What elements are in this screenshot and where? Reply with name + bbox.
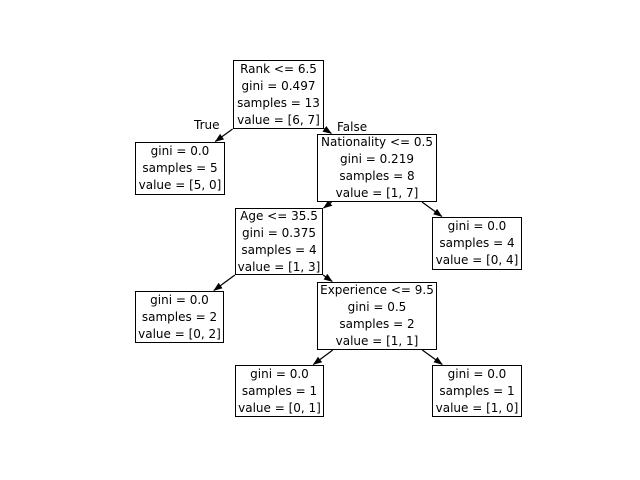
- node-line: gini = 0.0: [150, 292, 209, 307]
- node-line: Age <= 35.5: [240, 208, 318, 223]
- node-line: gini = 0.497: [241, 78, 316, 93]
- node-line: value = [6, 7]: [237, 112, 320, 127]
- tree-node-nationality: Nationality <= 0.5 gini = 0.219 samples …: [317, 134, 437, 202]
- node-line: gini = 0.375: [242, 225, 316, 240]
- node-line: gini = 0.219: [340, 152, 414, 166]
- edge-label-false: False: [337, 120, 368, 134]
- tree-node-experience-true-leaf: gini = 0.0 samples = 1 value = [0, 1]: [235, 365, 324, 417]
- tree-node-age: Age <= 35.5 gini = 0.375 samples = 4 val…: [235, 208, 323, 275]
- edge-root-to-rank-true-leaf: [214, 128, 233, 142]
- edge-age-to-true-leaf: [213, 274, 236, 291]
- node-line: value = [1, 3]: [237, 259, 321, 274]
- node-line: gini = 0.0: [447, 219, 507, 233]
- node-line: gini = 0.0: [150, 144, 210, 158]
- tree-node-age-true-leaf: gini = 0.0 samples = 2 value = [0, 2]: [135, 291, 224, 343]
- node-line: value = [1, 7]: [335, 186, 419, 200]
- node-line: value = [1, 0]: [435, 400, 519, 415]
- node-line: samples = 2: [141, 309, 218, 324]
- node-line: samples = 13: [237, 95, 320, 110]
- node-line: samples = 2: [339, 317, 415, 331]
- node-line: value = [0, 2]: [138, 326, 221, 341]
- tree-node-experience-false-leaf: gini = 0.0 samples = 1 value = [1, 0]: [432, 365, 522, 417]
- node-line: samples = 5: [142, 161, 218, 175]
- node-line: samples = 4: [439, 236, 515, 250]
- edge-age-to-experience: [322, 273, 333, 282]
- node-line: samples = 1: [241, 383, 318, 398]
- edge-root-to-nationality: [322, 125, 332, 134]
- edge-nationality-to-false-leaf: [421, 201, 443, 217]
- node-line: gini = 0.5: [347, 300, 407, 314]
- tree-node-rank-true-leaf: gini = 0.0 samples = 5 value = [5, 0]: [135, 142, 225, 195]
- node-line: samples = 8: [339, 169, 415, 183]
- node-line: value = [0, 4]: [435, 253, 519, 267]
- tree-node-root: Rank <= 6.5 gini = 0.497 samples = 13 va…: [233, 60, 324, 129]
- node-line: gini = 0.0: [447, 366, 507, 381]
- node-line: Nationality <= 0.5: [321, 135, 433, 149]
- node-line: Experience <= 9.5: [320, 283, 434, 297]
- edge-experience-to-true-leaf: [312, 349, 334, 365]
- node-line: value = [1, 1]: [335, 334, 419, 348]
- tree-node-nationality-false-leaf: gini = 0.0 samples = 4 value = [0, 4]: [432, 217, 522, 270]
- edge-experience-to-false-leaf: [421, 349, 443, 365]
- node-line: samples = 4: [241, 242, 317, 257]
- edge-nationality-to-age: [323, 200, 333, 209]
- edge-label-true: True: [194, 118, 220, 132]
- node-line: Rank <= 6.5: [240, 61, 317, 76]
- node-line: samples = 1: [439, 383, 515, 398]
- node-line: gini = 0.0: [250, 366, 309, 381]
- node-line: value = [5, 0]: [138, 178, 222, 192]
- node-line: value = [0, 1]: [238, 400, 321, 415]
- tree-node-experience: Experience <= 9.5 gini = 0.5 samples = 2…: [317, 282, 437, 350]
